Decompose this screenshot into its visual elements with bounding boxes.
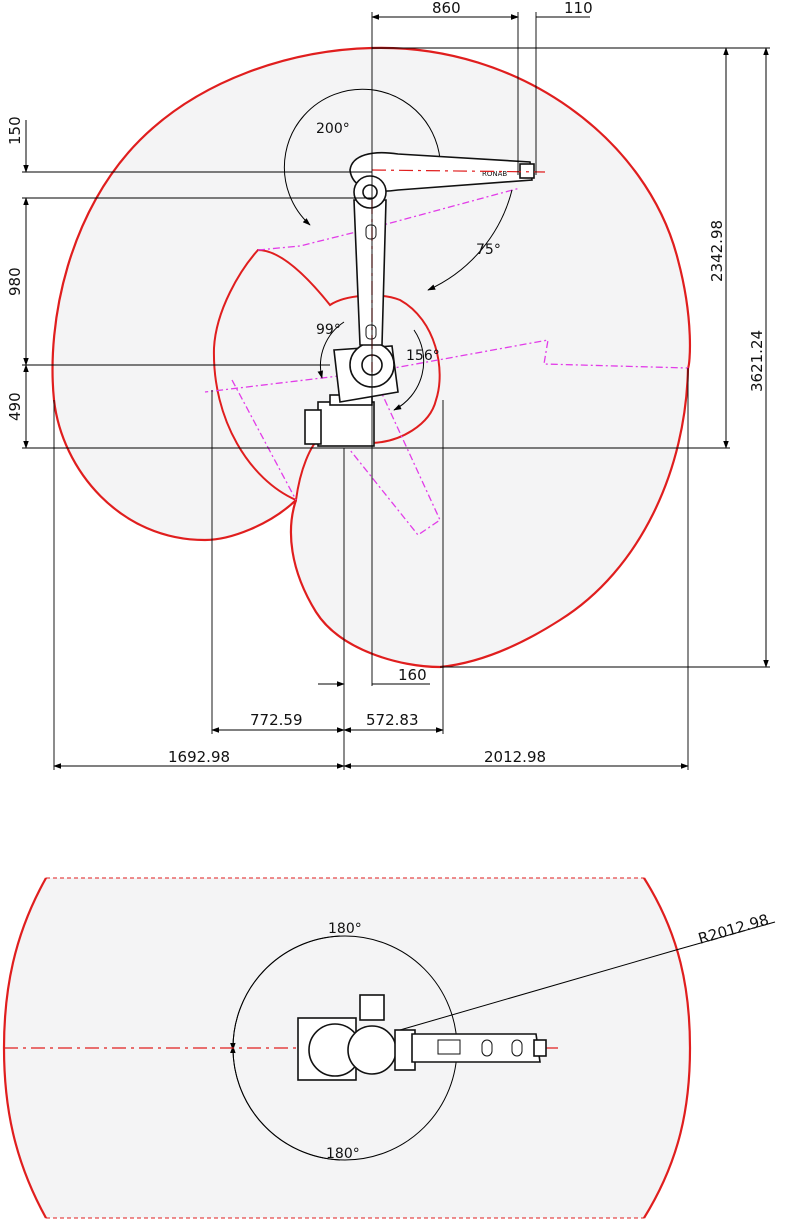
angle-99: 99° [316, 322, 341, 338]
side-reach-paths [204, 187, 689, 536]
robot-base [317, 401, 375, 447]
side-angle-labels: 200° 75° 99° 156° [316, 121, 501, 364]
dim-860: 860 [432, 0, 461, 17]
dim-110: 110 [564, 0, 593, 17]
dim-572-83: 572.83 [366, 711, 419, 729]
dim-2012-98: 2012.98 [484, 748, 546, 766]
dim-980: 980 [6, 267, 24, 296]
side-dimension-labels: 860 110 150 980 490 2342.98 3621.24 160 … [6, 0, 766, 766]
top-angle-180-lower: 180° [326, 1146, 360, 1162]
angle-156: 156° [406, 348, 440, 364]
angle-75: 75° [476, 242, 501, 258]
top-angle-180-upper: 180° [328, 921, 362, 937]
top-radius-label: R2012.98 [696, 911, 771, 948]
robot-arm-top [297, 994, 547, 1081]
side-angle-arcs [283, 88, 513, 411]
robot-arm-side: RONAB [304, 151, 546, 447]
dim-1692-98: 1692.98 [168, 748, 230, 766]
dim-150: 150 [6, 116, 24, 145]
top-view: 180° 180° R2012.98 [2, 877, 776, 1219]
dim-772-59: 772.59 [250, 711, 303, 729]
side-extension-lines [22, 12, 770, 770]
robot-forearm-top [411, 1033, 541, 1063]
dim-2342-98: 2342.98 [708, 220, 726, 282]
side-view: RONAB [6, 0, 770, 770]
dim-160: 160 [398, 666, 427, 684]
angle-200: 200° [316, 121, 350, 137]
dim-490: 490 [6, 392, 24, 421]
dim-3621-24: 3621.24 [748, 330, 766, 392]
robot-lower-arm [353, 199, 387, 346]
side-dimension-lines [23, 14, 769, 769]
arm-brand-label: RONAB [482, 170, 507, 178]
